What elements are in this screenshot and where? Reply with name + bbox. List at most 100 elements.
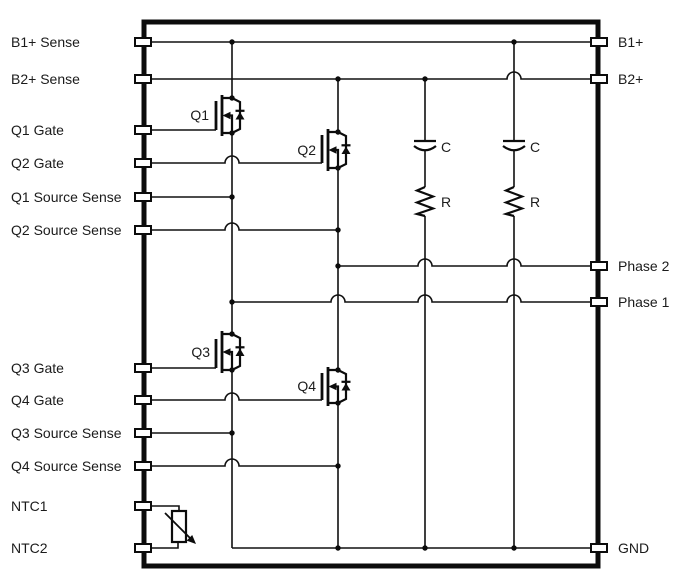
junction-dots <box>229 39 517 551</box>
junction-gnd-snubber1 <box>422 545 428 551</box>
q2-diode-triangle <box>341 146 351 154</box>
pin-q3-source-sense <box>134 428 152 438</box>
pins <box>134 37 608 553</box>
mosfet-q4 <box>320 367 351 406</box>
q1-diode-triangle <box>235 112 245 120</box>
q3-source-arrow <box>222 348 231 356</box>
label-q2-gate: Q2 Gate <box>11 155 64 171</box>
pin-gnd <box>590 543 608 553</box>
net-phase2 <box>338 258 592 267</box>
junction-q4-source-sense <box>335 463 341 469</box>
resistor-2-zigzag <box>502 185 526 218</box>
label-q3-gate: Q3 Gate <box>11 360 64 376</box>
junction-q3-source-sense <box>229 430 235 436</box>
resistor-1-zigzag <box>413 185 437 218</box>
label-q4-source-sense: Q4 Source Sense <box>11 458 122 474</box>
ntc-thermistor <box>164 509 196 544</box>
pin-q3-gate <box>134 363 152 373</box>
pin-q1-gate <box>134 125 152 135</box>
mosfet-q2 <box>320 129 351 171</box>
label-q3: Q3 <box>191 344 210 360</box>
q2-source-arrow <box>328 146 337 154</box>
pin-ntc2 <box>134 543 152 553</box>
label-q1-source-sense: Q1 Source Sense <box>11 189 122 205</box>
nets <box>150 41 592 549</box>
label-b2-sense: B2+ Sense <box>11 71 80 87</box>
pin-phase2 <box>590 261 608 271</box>
label-q2-source-sense: Q2 Source Sense <box>11 222 122 238</box>
labels: B1+ Sense B2+ Sense Q1 Gate Q2 Gate Q1 S… <box>11 34 670 556</box>
pin-q2-source-sense <box>134 225 152 235</box>
label-phase2: Phase 2 <box>618 258 670 274</box>
junction-gnd-snubber2 <box>511 545 517 551</box>
label-ntc2: NTC2 <box>11 540 48 556</box>
net-q2-source-sense <box>150 222 338 231</box>
mosfet-q3 <box>214 331 245 373</box>
junction-q1-source-sense <box>229 194 235 200</box>
net-b2 <box>150 71 592 80</box>
label-b1: B1+ <box>618 34 643 50</box>
label-q1-gate: Q1 Gate <box>11 122 64 138</box>
pin-q1-source-sense <box>134 192 152 202</box>
q1-source-junction <box>229 130 235 136</box>
junction-q2-source-sense <box>335 227 341 233</box>
net-phase1 <box>232 294 592 303</box>
net-ntc1 <box>150 505 180 511</box>
junction-phase2 <box>335 263 341 269</box>
module-outline <box>141 19 601 569</box>
junction-gnd-q4 <box>335 545 341 551</box>
net-ntc2 <box>150 542 179 549</box>
net-q2-gate <box>150 155 322 164</box>
q2-drain-junction <box>335 129 341 135</box>
q2-source-junction <box>335 165 341 171</box>
label-r1: R <box>441 194 451 210</box>
capacitor-1 <box>413 139 437 152</box>
label-b2: B2+ <box>618 71 643 87</box>
label-q4-gate: Q4 Gate <box>11 392 64 408</box>
label-c2: C <box>530 139 540 155</box>
q1-source-arrow <box>222 111 231 120</box>
label-ntc1: NTC1 <box>11 498 48 514</box>
junction-b1-snubber2 <box>511 39 517 45</box>
q4-diode-triangle <box>341 383 351 391</box>
junction-b2-q2 <box>335 76 341 82</box>
pin-q2-gate <box>134 158 152 168</box>
pin-phase1 <box>590 297 608 307</box>
label-q2: Q2 <box>297 142 316 158</box>
pin-q4-gate <box>134 395 152 405</box>
junction-b1-q1 <box>229 39 235 45</box>
net-q4-gate <box>150 392 322 401</box>
ntc-arrow-head <box>186 535 196 544</box>
label-b1-sense: B1+ Sense <box>11 34 80 50</box>
ntc-body <box>170 509 188 544</box>
pin-b2 <box>590 74 608 84</box>
q1-drain-junction <box>229 95 235 101</box>
junction-phase1 <box>229 299 235 305</box>
q4-drain-junction <box>335 367 341 373</box>
label-q1: Q1 <box>190 107 209 123</box>
capacitor-2-curved-plate <box>502 145 526 152</box>
pin-b2-sense <box>134 74 152 84</box>
q3-source-junction <box>229 367 235 373</box>
net-q4-source-sense <box>150 458 338 467</box>
mosfet-q1 <box>214 95 245 136</box>
pin-b1 <box>590 37 608 47</box>
pin-q4-source-sense <box>134 461 152 471</box>
label-q4: Q4 <box>297 378 316 394</box>
label-q3-source-sense: Q3 Source Sense <box>11 425 122 441</box>
capacitor-2 <box>502 139 526 152</box>
junction-b2-snubber1 <box>422 76 428 82</box>
label-phase1: Phase 1 <box>618 294 670 310</box>
q4-source-junction <box>335 400 341 406</box>
pin-b1-sense <box>134 37 152 47</box>
q3-diode-triangle <box>235 348 245 356</box>
capacitor-1-curved-plate <box>413 145 437 152</box>
label-c1: C <box>441 139 451 155</box>
ntc-arrow-line <box>164 512 191 539</box>
label-r2: R <box>530 194 540 210</box>
q3-drain-junction <box>229 331 235 337</box>
pin-ntc1 <box>134 501 152 511</box>
q4-source-arrow <box>328 382 337 391</box>
